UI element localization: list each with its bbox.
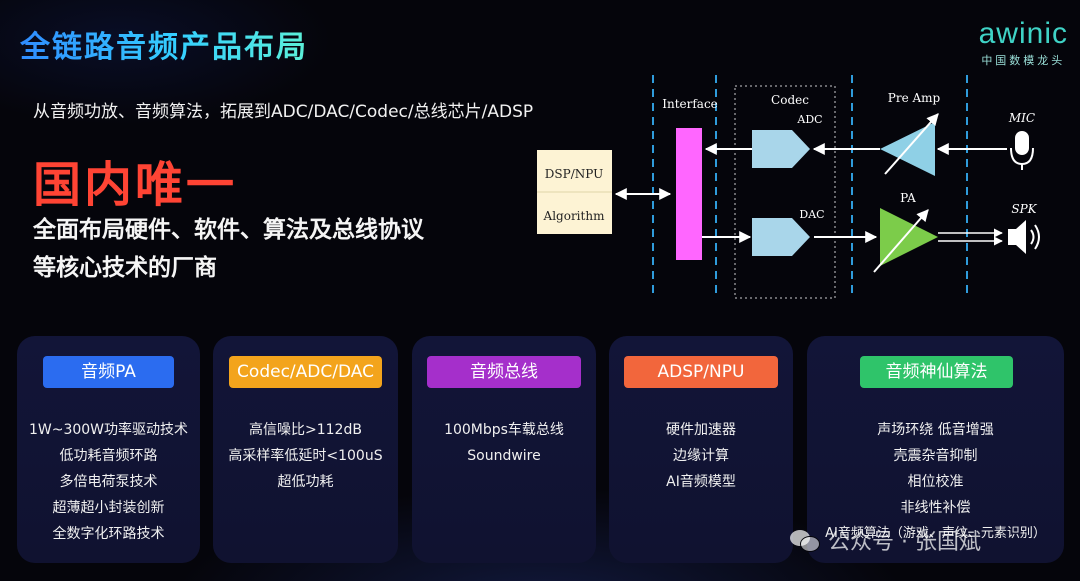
algorithm-label: Algorithm [543, 209, 606, 223]
page-title: 全链路音频产品布局 [20, 22, 308, 66]
card-line: 全数字化环路技术 [52, 526, 165, 542]
card-tag: 音频总线 [427, 356, 581, 388]
card-tag: 音频神仙算法 [860, 356, 1013, 388]
card-line: 1W~300W功率驱动技术 [28, 422, 189, 438]
codec-frame [734, 85, 836, 299]
card-line: 非线性补偿 [900, 500, 971, 516]
card-line: Soundwire [467, 448, 541, 464]
preamp-label: Pre Amp [888, 91, 941, 105]
feature-card-algorithm: 音频神仙算法 声场环绕 低音增强 壳震杂音抑制 相位校准 非线性补偿 AI音频算… [807, 336, 1064, 563]
dsp-label: DSP/NPU [545, 167, 603, 181]
headline: 国内唯一 [33, 157, 238, 213]
dac-label: DAC [799, 208, 824, 221]
card-line: 高信噪比>112dB [249, 422, 362, 438]
speaker-icon [1008, 220, 1040, 254]
description-line: 全面布局硬件、软件、算法及总线协议 [33, 217, 424, 243]
card-tag: Codec/ADC/DAC [229, 356, 382, 388]
adc-block [752, 130, 810, 168]
feature-card-codec: Codec/ADC/DAC 高信噪比>112dB 高采样率低延时<100uS 超… [213, 336, 398, 563]
card-line: AI音频算法（游戏、声纹、元素识别） [825, 526, 1046, 541]
card-line: 硬件加速器 [666, 422, 736, 438]
card-line: 边缘计算 [673, 448, 729, 464]
adc-label: ADC [796, 113, 822, 126]
card-line: 多倍电荷泵技术 [59, 474, 158, 490]
card-lines: 声场环绕 低音增强 壳震杂音抑制 相位校准 非线性补偿 AI音频算法（游戏、声纹… [807, 417, 1064, 547]
card-lines: 硬件加速器 边缘计算 AI音频模型 [609, 417, 793, 495]
card-line: 声场环绕 低音增强 [877, 422, 994, 438]
subtitle: 从音频功放、音频算法，拓展到ADC/DAC/Codec/总线芯片/ADSP [33, 102, 534, 122]
interface-label: Interface [662, 97, 718, 111]
microphone-icon [1010, 131, 1034, 170]
feature-card-pa: 音频PA 1W~300W功率驱动技术 低功耗音频环路 多倍电荷泵技术 超薄超小封… [17, 336, 200, 563]
description: 全面布局硬件、软件、算法及总线协议 等核心技术的厂商 [33, 211, 424, 287]
card-lines: 1W~300W功率驱动技术 低功耗音频环路 多倍电荷泵技术 超薄超小封装创新 全… [17, 417, 200, 547]
card-line: AI音频模型 [666, 474, 736, 490]
codec-label: Codec [771, 93, 809, 107]
mic-label: MIC [1008, 111, 1035, 125]
spk-label: SPK [1011, 202, 1037, 216]
feature-card-bus: 音频总线 100Mbps车载总线 Soundwire [412, 336, 596, 563]
pa-block [880, 208, 938, 266]
watermark-text: 公众号 · 张国斌 [828, 530, 981, 555]
feature-card-adsp: ADSP/NPU 硬件加速器 边缘计算 AI音频模型 [609, 336, 793, 563]
interface-bar [676, 128, 702, 260]
dac-block [752, 218, 810, 256]
dashed-dividers [652, 75, 968, 295]
card-line: 壳震杂音抑制 [893, 448, 978, 464]
company-logo: awinic 中国数模龙头 [979, 18, 1068, 68]
card-line: 高采样率低延时<100uS [228, 448, 383, 464]
card-lines: 100Mbps车载总线 Soundwire [412, 417, 596, 469]
card-line: 低功耗音频环路 [59, 448, 158, 464]
card-line: 超薄超小封装创新 [52, 500, 165, 516]
card-tag: 音频PA [43, 356, 174, 388]
logo-tagline: 中国数模龙头 [981, 54, 1066, 67]
pa-label: PA [900, 191, 916, 205]
audio-chain-diagram: DSP/NPU Algorithm Interface Codec ADC DA… [530, 70, 1070, 310]
watermark: 公众号 · 张国斌 [790, 524, 981, 556]
description-line: 等核心技术的厂商 [33, 255, 217, 281]
card-line: 超低功耗 [277, 474, 334, 490]
card-line: 100Mbps车载总线 [444, 422, 564, 438]
logo-wordmark: awinic [978, 17, 1068, 50]
card-line: 相位校准 [907, 474, 964, 490]
card-lines: 高信噪比>112dB 高采样率低延时<100uS 超低功耗 [213, 417, 398, 495]
card-tag: ADSP/NPU [624, 356, 778, 388]
wechat-icon [790, 528, 820, 552]
